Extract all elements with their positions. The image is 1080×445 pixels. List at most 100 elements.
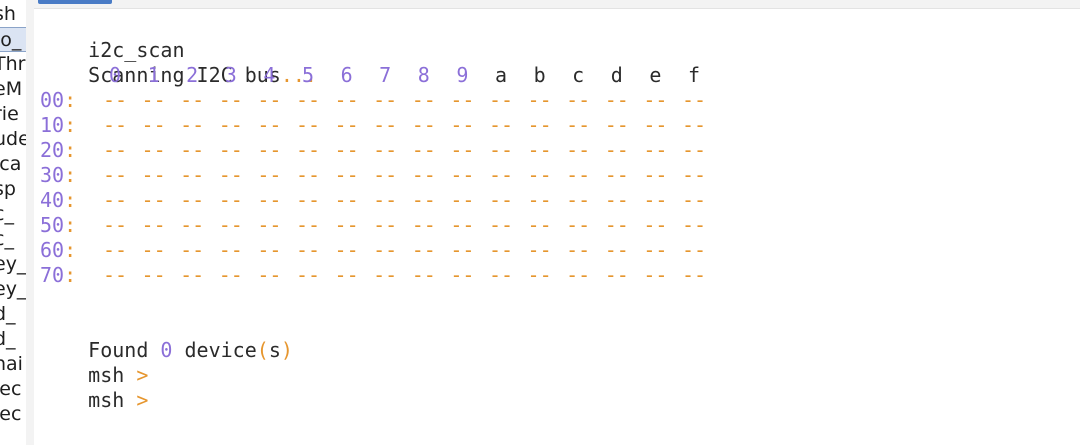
file-list-item[interactable]: sp [0,178,16,200]
file-list-item[interactable]: d_ [0,328,16,350]
scan-cell: -- [681,163,707,187]
prompt-label: msh [88,363,125,387]
found-paren-close: ) [280,338,293,362]
scan-cell: -- [257,188,282,212]
scanning-line: Scanning I2C bus... [40,38,317,87]
prompt-line-1: msh > [40,338,148,387]
scan-cell: -- [527,163,552,187]
scan-cell: -- [604,188,629,212]
scan-cell: -- [643,263,668,287]
scan-cell: -- [411,113,436,137]
scan-row: 30:-------------------------------- [40,163,740,188]
row-address: 50 [40,213,65,237]
prompt-line-2: msh > [40,363,148,412]
scan-cell: -- [604,88,629,112]
scan-cell: -- [295,163,321,187]
prompt-symbol: > [136,363,149,387]
scan-cell: -- [681,138,707,162]
scan-cell: -- [102,263,128,287]
scan-cell: -- [643,188,668,212]
column-header: b [533,63,546,87]
scan-cell: -- [411,163,436,187]
row-separator: : [64,88,77,112]
file-list-item[interactable]: ica [0,153,22,175]
scan-cell: -- [218,88,243,112]
scan-cell: -- [218,113,243,137]
scan-cell: -- [604,263,629,287]
scan-cell: -- [450,113,475,137]
scan-cell: -- [373,238,398,262]
found-count: 0 [160,338,173,362]
scan-cell: -- [566,113,591,137]
file-list-item[interactable]: io_ [0,27,26,52]
row-address: 70 [40,263,65,287]
scan-cell: -- [334,188,359,212]
file-list-item[interactable]: rie [0,103,19,125]
scan-cell: -- [180,188,205,212]
scan-cell: -- [488,88,514,112]
row-separator: : [64,138,77,162]
scan-cell: -- [527,213,552,237]
scan-cell: -- [373,163,398,187]
scan-cell: -- [488,188,514,212]
file-list-item[interactable]: eM [0,78,23,100]
scan-cell: -- [102,113,128,137]
scan-cell: -- [373,213,398,237]
column-header: 3 [224,63,237,87]
file-list-item[interactable]: Thr [0,53,26,75]
scan-cell: -- [334,113,359,137]
scan-cell: -- [681,238,707,262]
column-header: 0 [108,63,122,87]
scan-cell: -- [411,263,436,287]
scan-cell: -- [450,163,475,187]
scan-cell: -- [411,188,436,212]
scan-cell: -- [218,138,243,162]
column-header: 9 [456,63,469,87]
scan-cell: -- [681,113,707,137]
scan-cell: -- [218,188,243,212]
command-text: i2c_scan [88,38,185,62]
file-list-item[interactable]: sh [0,3,16,25]
scan-cell: -- [527,263,552,287]
active-tab-indicator[interactable] [38,0,112,4]
scan-cell: -- [257,263,282,287]
scan-cell: -- [604,238,629,262]
scan-cell: -- [295,113,321,137]
row-address: 10 [40,113,65,137]
scan-cell: -- [681,88,707,112]
scan-cell: -- [566,238,591,262]
scan-cell: -- [102,213,128,237]
file-list-item[interactable]: ey_ [0,253,27,275]
scan-row: 00:-------------------------------- [40,88,740,113]
file-list-item[interactable]: d_ [0,303,16,325]
file-list-item[interactable]: lec [0,403,22,425]
scan-cell: -- [102,188,128,212]
scan-cell: -- [450,213,475,237]
found-prefix: Found [88,338,161,362]
scan-cell: -- [527,138,552,162]
file-list-item[interactable]: lec [0,378,22,400]
scan-cell: -- [527,113,552,137]
prompt-label: msh [88,388,125,412]
found-line: Found 0 device(s) [40,313,293,362]
scan-cell: -- [257,213,282,237]
column-header: 6 [340,63,353,87]
file-list-item[interactable]: c_ [0,228,14,250]
scan-cell: -- [102,238,128,262]
scan-cell: -- [141,113,166,137]
scan-cell: -- [141,238,166,262]
file-list-item[interactable]: c_ [0,203,14,225]
scan-cell: -- [643,138,668,162]
panel-splitter[interactable] [26,0,34,445]
scan-cell: -- [373,188,398,212]
scan-cell: -- [604,163,629,187]
file-list-item[interactable]: ey_ [0,278,27,300]
command-line: i2c_scan [40,13,184,62]
scan-cell: -- [218,213,243,237]
scan-cell: -- [180,113,205,137]
scan-cell: -- [527,88,552,112]
file-list-item[interactable]: nai [0,353,23,375]
scan-cell: -- [180,88,205,112]
file-list-item[interactable]: ude [0,128,26,150]
